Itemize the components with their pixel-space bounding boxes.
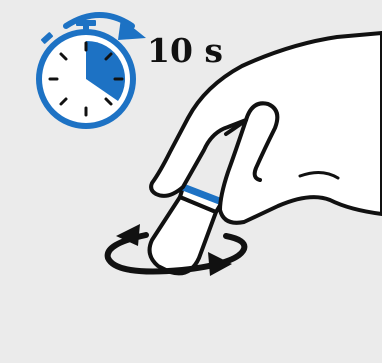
- timer-duration-label: 10 s: [147, 31, 223, 70]
- bottom-margin: [0, 318, 382, 363]
